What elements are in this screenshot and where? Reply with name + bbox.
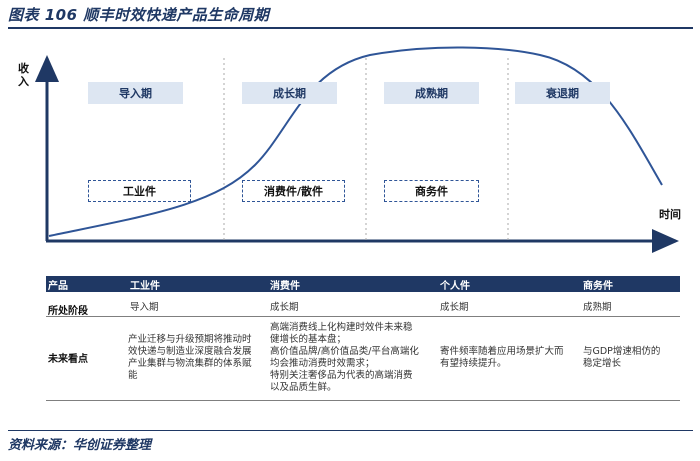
th-product: 产品 [48,281,68,292]
th-industrial: 工业件 [130,281,160,292]
outlook-personal-line: 有望持续提升。 [440,358,507,369]
outlook-consumer-line: 特别关注奢侈品为代表的高端消费 [270,370,413,381]
title-rule [8,27,693,29]
stage-growth: 成长期 [242,82,337,104]
outlook-cell-business: 与GDP增速相仿的 稳定增长 [583,346,678,370]
stage-mature: 成熟期 [384,82,479,104]
outlook-consumer-line: 均会推动消费时效需求； [270,358,375,369]
outlook-consumer-line: 高价值品牌/高价值品类/平台高端化 [270,346,419,357]
stage-cell-industrial: 导入期 [130,302,159,313]
product-consumer-box: 消费件/散件 [242,180,345,202]
figure-title: 图表 106 顺丰时效快递产品生命周期 [8,6,270,24]
stage-intro: 导入期 [88,82,183,104]
stage-decline: 衰退期 [515,82,610,104]
outlook-consumer-line: 健增长的基本盘； [270,334,347,345]
lifecycle-diagram [35,46,679,253]
product-industrial-box: 工业件 [88,180,191,202]
lifecycle-curve [48,46,663,237]
outlook-business-line: 与GDP增速相仿的 [583,346,661,357]
row-label-stage: 所处阶段 [48,306,88,317]
outlook-industrial-line: 效快递与制造业深度融合发展 [128,346,252,357]
stage-cell-business: 成熟期 [583,302,612,313]
outlook-industrial-line: 产业迁移与升级预期将推动时 [128,334,252,345]
outlook-cell-consumer: 高端消费线上化构建时效件未来稳 健增长的基本盘； 高价值品牌/高价值品类/平台高… [270,322,440,394]
outlook-personal-line: 寄件频率随着应用场景扩大而 [440,346,564,357]
table-header [46,276,680,292]
th-personal: 个人件 [440,281,470,292]
row-divider [46,316,680,317]
row-label-outlook: 未来看点 [48,354,88,365]
stage-cell-personal: 成长期 [440,302,469,313]
source-note: 资料来源：华创证券整理 [8,438,152,453]
outlook-industrial-line: 产业集群与物流集群的体系赋 [128,358,252,369]
outlook-business-line: 稳定增长 [583,358,622,369]
table-bottom-rule [46,400,680,401]
y-axis-label: 收入 [18,62,29,88]
product-business-box: 商务件 [384,180,479,202]
outlook-cell-personal: 寄件频率随着应用场景扩大而 有望持续提升。 [440,346,585,370]
source-rule [8,430,693,431]
th-consumer: 消费件 [270,281,300,292]
outlook-industrial-line: 能 [128,370,138,381]
outlook-consumer-line: 高端消费线上化构建时效件未来稳 [270,322,413,333]
outlook-cell-industrial: 产业迁移与升级预期将推动时 效快递与制造业深度融合发展 产业集群与物流集群的体系… [128,334,268,382]
outlook-consumer-line: 以及品质生鲜。 [270,382,337,393]
stage-cell-consumer: 成长期 [270,302,299,313]
x-axis-label: 时间 [659,208,681,221]
th-business: 商务件 [583,281,613,292]
